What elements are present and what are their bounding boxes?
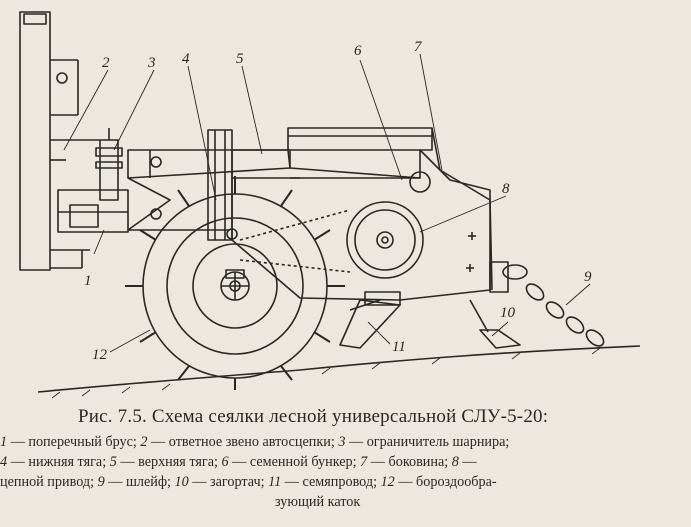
ground-line [37, 345, 641, 393]
callout-11: 11 [392, 339, 406, 355]
callout-3: 3 [148, 55, 156, 71]
chassis-frame [231, 149, 491, 301]
seed-tube [339, 299, 401, 349]
hitch-mast [19, 11, 51, 271]
legend-text: — ограничитель шарнира; [345, 434, 510, 450]
legend-num: 2 [140, 434, 148, 450]
legend-num: 9 [97, 474, 105, 490]
legend-text: — ответное звено автосцепки; [147, 434, 339, 450]
callout-1: 1 [84, 273, 92, 289]
side-wall [431, 127, 493, 291]
legend-num: 11 [268, 474, 282, 490]
legend-line: цепной привод; 9 — шлейф; 10 — загортач;… [0, 472, 686, 492]
drag-chain [502, 264, 605, 347]
legend-num: 6 [221, 454, 229, 470]
callout-8: 8 [502, 181, 510, 197]
legend-text: — загортач; [188, 474, 269, 490]
legend-num: 12 [380, 474, 395, 490]
legend-text: зующий каток [275, 494, 361, 510]
joint-limiter [99, 139, 119, 201]
legend-num: 8 [451, 454, 459, 470]
legend-text: — нижняя тяга; [7, 454, 110, 470]
legend-line: 4 — нижняя тяга; 5 — верхняя тяга; 6 — с… [0, 452, 686, 472]
legend-text: цепной привод; [0, 474, 98, 490]
callout-12: 12 [92, 347, 107, 363]
callout-6: 6 [354, 43, 362, 59]
legend-text: — [458, 454, 477, 470]
legend-text: — семенной бункер; [228, 454, 361, 470]
chain-drive-sprocket [346, 201, 424, 279]
legend-text: — семяпровод; [281, 474, 381, 490]
cross-beam [57, 189, 129, 233]
figure-caption-title: Рис. 7.5. Схема сеялки лесной универсаль… [78, 406, 549, 427]
lower-link [207, 129, 233, 241]
callout-9: 9 [584, 269, 592, 285]
legend-text: — шлейф; [104, 474, 175, 490]
furrow-roller [125, 176, 345, 390]
legend-num: 3 [338, 434, 346, 450]
legend-num: 5 [109, 454, 117, 470]
legend-line: зующий каток [0, 492, 686, 512]
callout-10: 10 [500, 305, 515, 321]
callout-4: 4 [182, 51, 190, 67]
legend-num: 4 [0, 454, 8, 470]
legend-text: — бороздообра- [394, 474, 497, 490]
callout-5: 5 [236, 51, 244, 67]
legend-text: — поперечный брус; [7, 434, 141, 450]
legend-num: 7 [360, 454, 368, 470]
callout-7: 7 [414, 39, 422, 55]
coverer [479, 329, 521, 349]
figure-legend: 1 — поперечный брус; 2 — ответное звено … [0, 432, 686, 512]
legend-num: 10 [174, 474, 189, 490]
legend-line: 1 — поперечный брус; 2 — ответное звено … [0, 432, 686, 452]
sowing-machine-diagram [19, 11, 641, 399]
legend-text: — верхняя тяга; [116, 454, 222, 470]
callout-2: 2 [102, 55, 110, 71]
legend-text: — боковина; [367, 454, 452, 470]
legend-num: 1 [0, 434, 8, 450]
